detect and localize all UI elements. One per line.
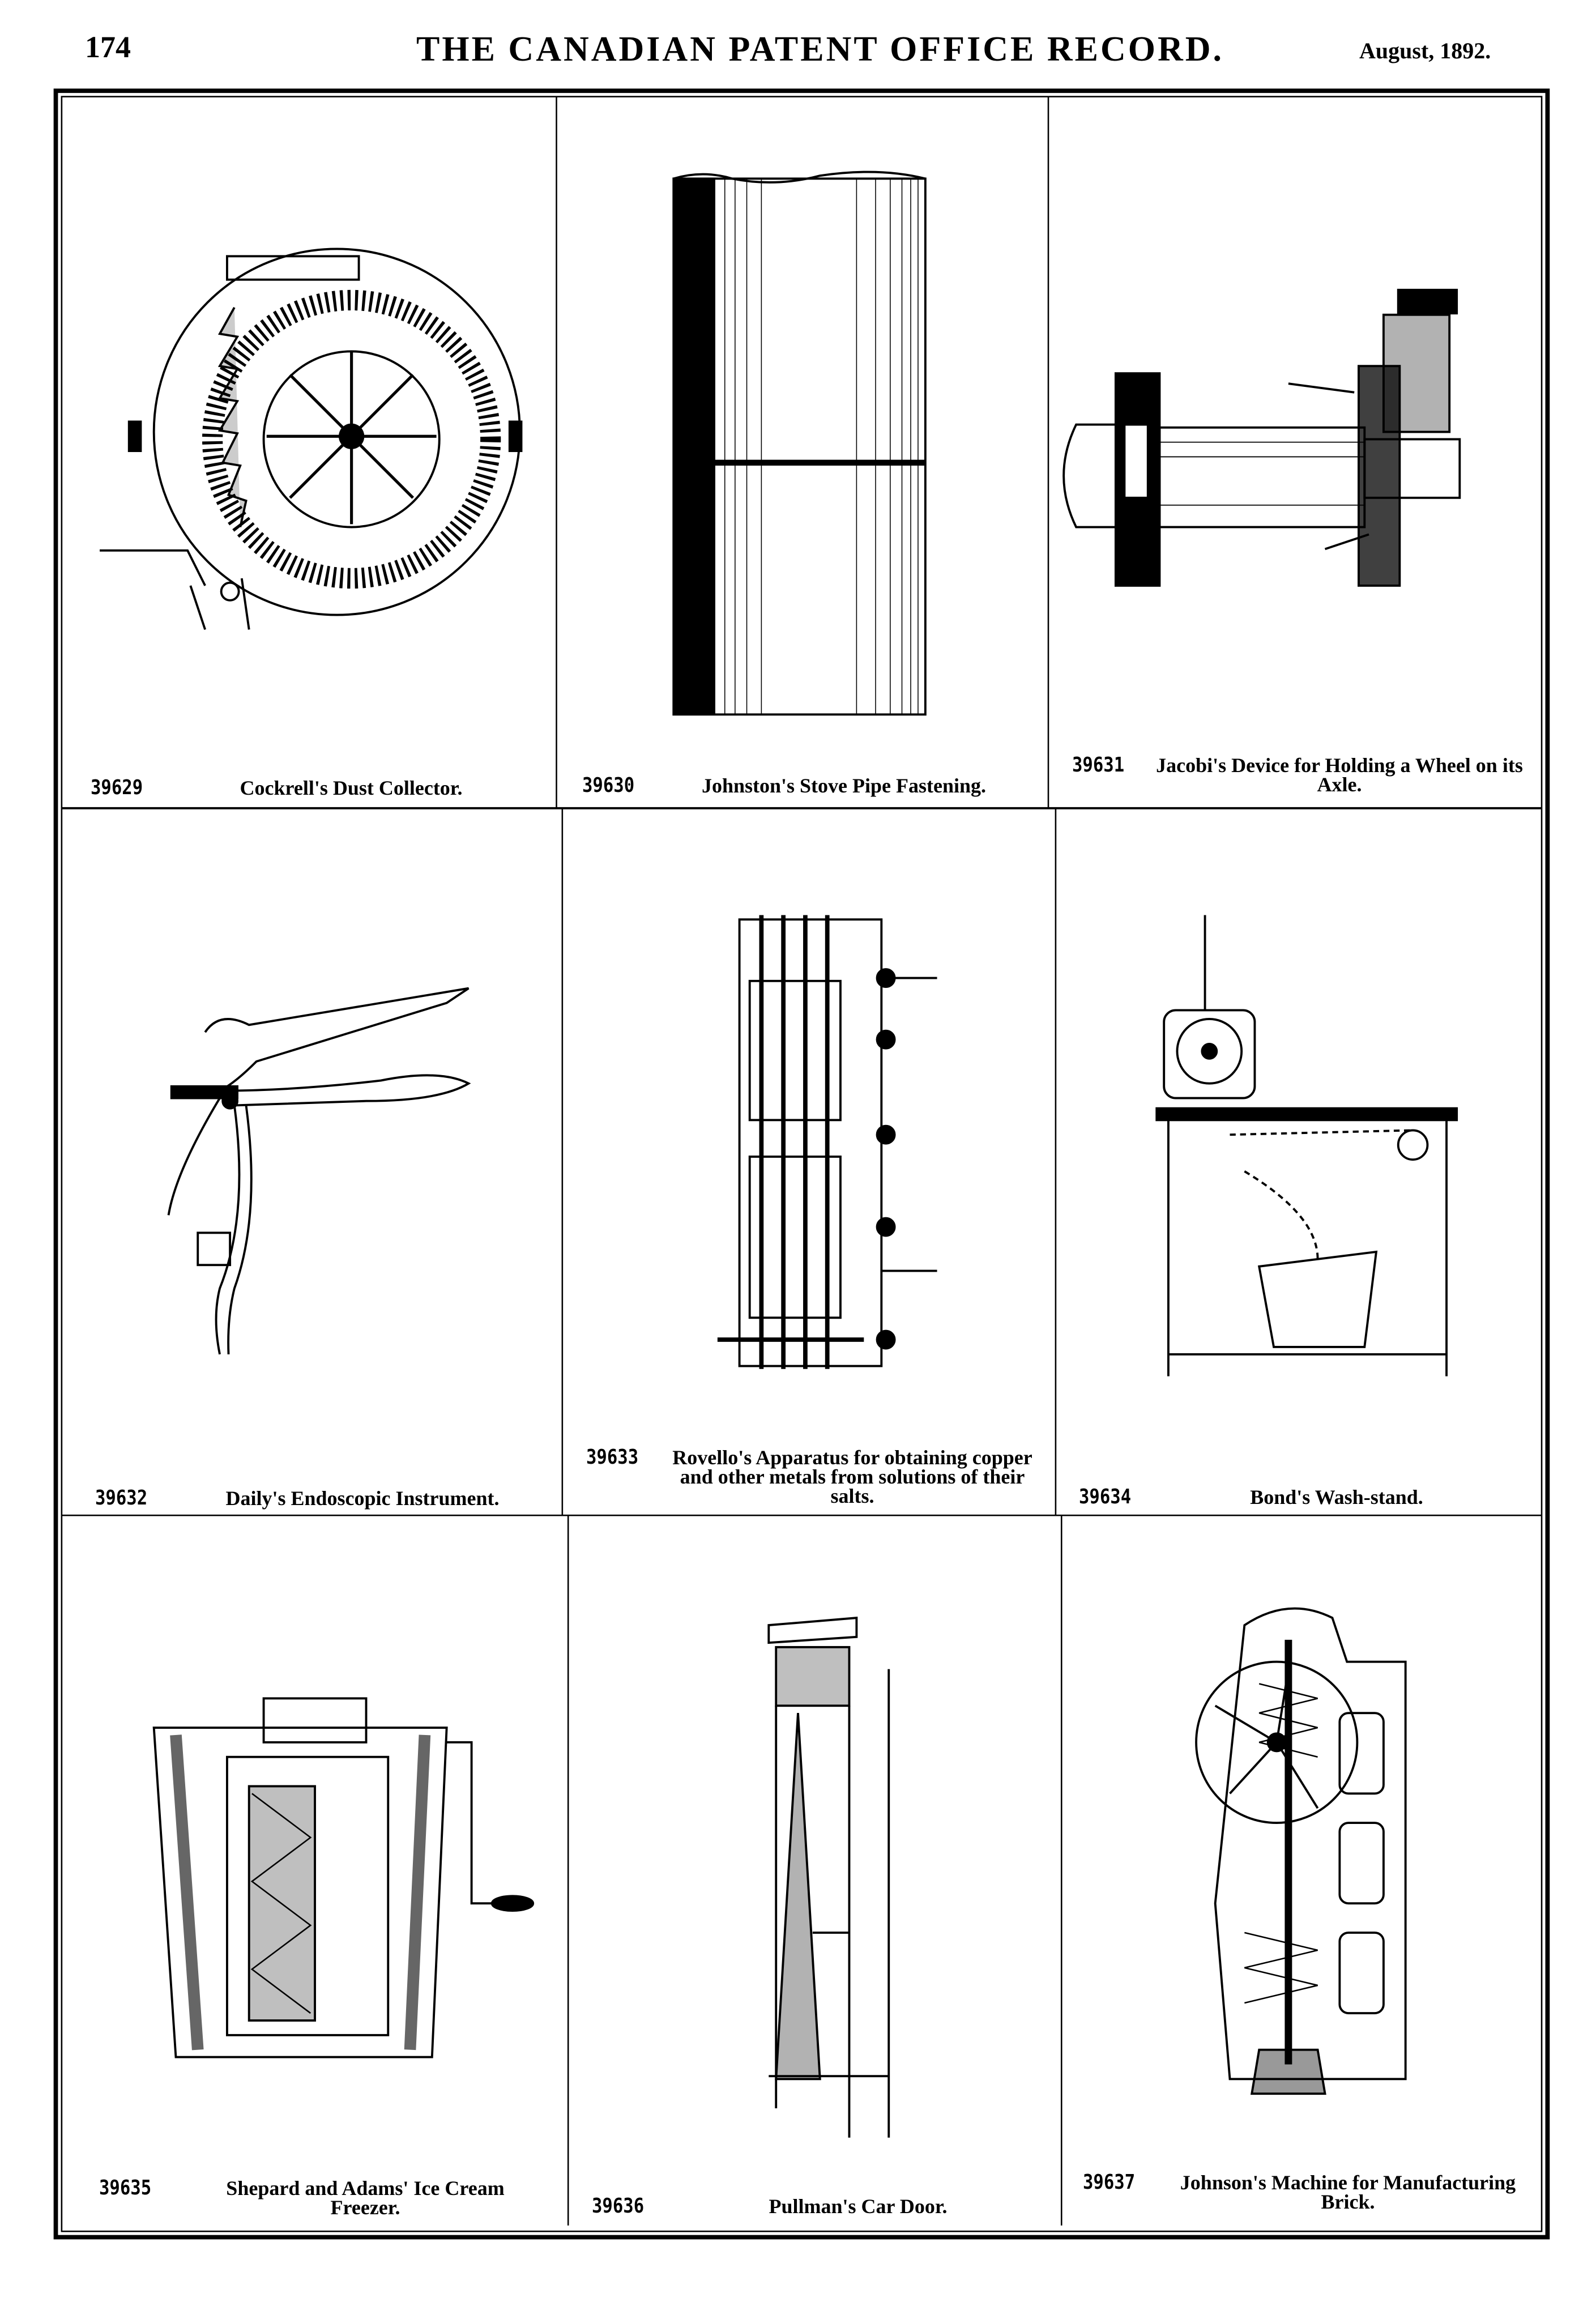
figure-wash-stand-drawing — [1155, 915, 1458, 1376]
figure-title: Cockrell's Dust Collector. — [240, 777, 463, 799]
patent-number: 39637 — [1083, 2171, 1136, 2194]
patent-number: 39630 — [582, 774, 635, 797]
figure-electrolytic-apparatus-drawing — [717, 915, 937, 1369]
figure-ice-cream-freezer-drawing — [152, 1697, 535, 2058]
journal-title: THE CANADIAN PATENT OFFICE RECORD. — [416, 30, 1224, 69]
patent-number: 39636 — [592, 2194, 645, 2218]
figure-endoscope-drawing — [167, 987, 471, 1355]
figure-title: Johnston's Stove Pipe Fastening. — [701, 774, 987, 797]
figure-dust-collector-drawing — [100, 248, 523, 630]
page-number: 174 — [85, 30, 131, 64]
patent-number: 39632 — [95, 1486, 148, 1510]
patent-number: 39633 — [586, 1446, 639, 1469]
figure-brick-machine-drawing — [1195, 1607, 1407, 2095]
figure-title: Shepard and Adams' Ice Cream Freezer. — [226, 2177, 505, 2219]
figure-car-door-drawing — [767, 1617, 890, 2138]
figure-title: Pullman's Car Door. — [769, 2195, 948, 2218]
page-frame — [53, 88, 1550, 2240]
patent-number: 39635 — [99, 2176, 152, 2200]
patent-number: 39629 — [91, 776, 143, 799]
figure-wheel-axle-drawing — [1062, 288, 1461, 587]
patent-number: 39631 — [1072, 753, 1125, 777]
figure-title: Daily's Endoscopic Instrument. — [225, 1487, 500, 1510]
figure-title: Jacobi's Device for Holding a Wheel on i… — [1156, 754, 1523, 796]
figure-title: Bond's Wash-stand. — [1250, 1486, 1423, 1508]
issue-date: August, 1892. — [1359, 38, 1491, 63]
figure-title: Johnson's Machine for Manufacturing Bric… — [1180, 2171, 1516, 2213]
figure-stove-pipe-drawing — [672, 171, 927, 716]
patent-number: 39634 — [1079, 1485, 1132, 1508]
figure-title: Rovello's Apparatus for obtaining copper… — [672, 1446, 1032, 1507]
